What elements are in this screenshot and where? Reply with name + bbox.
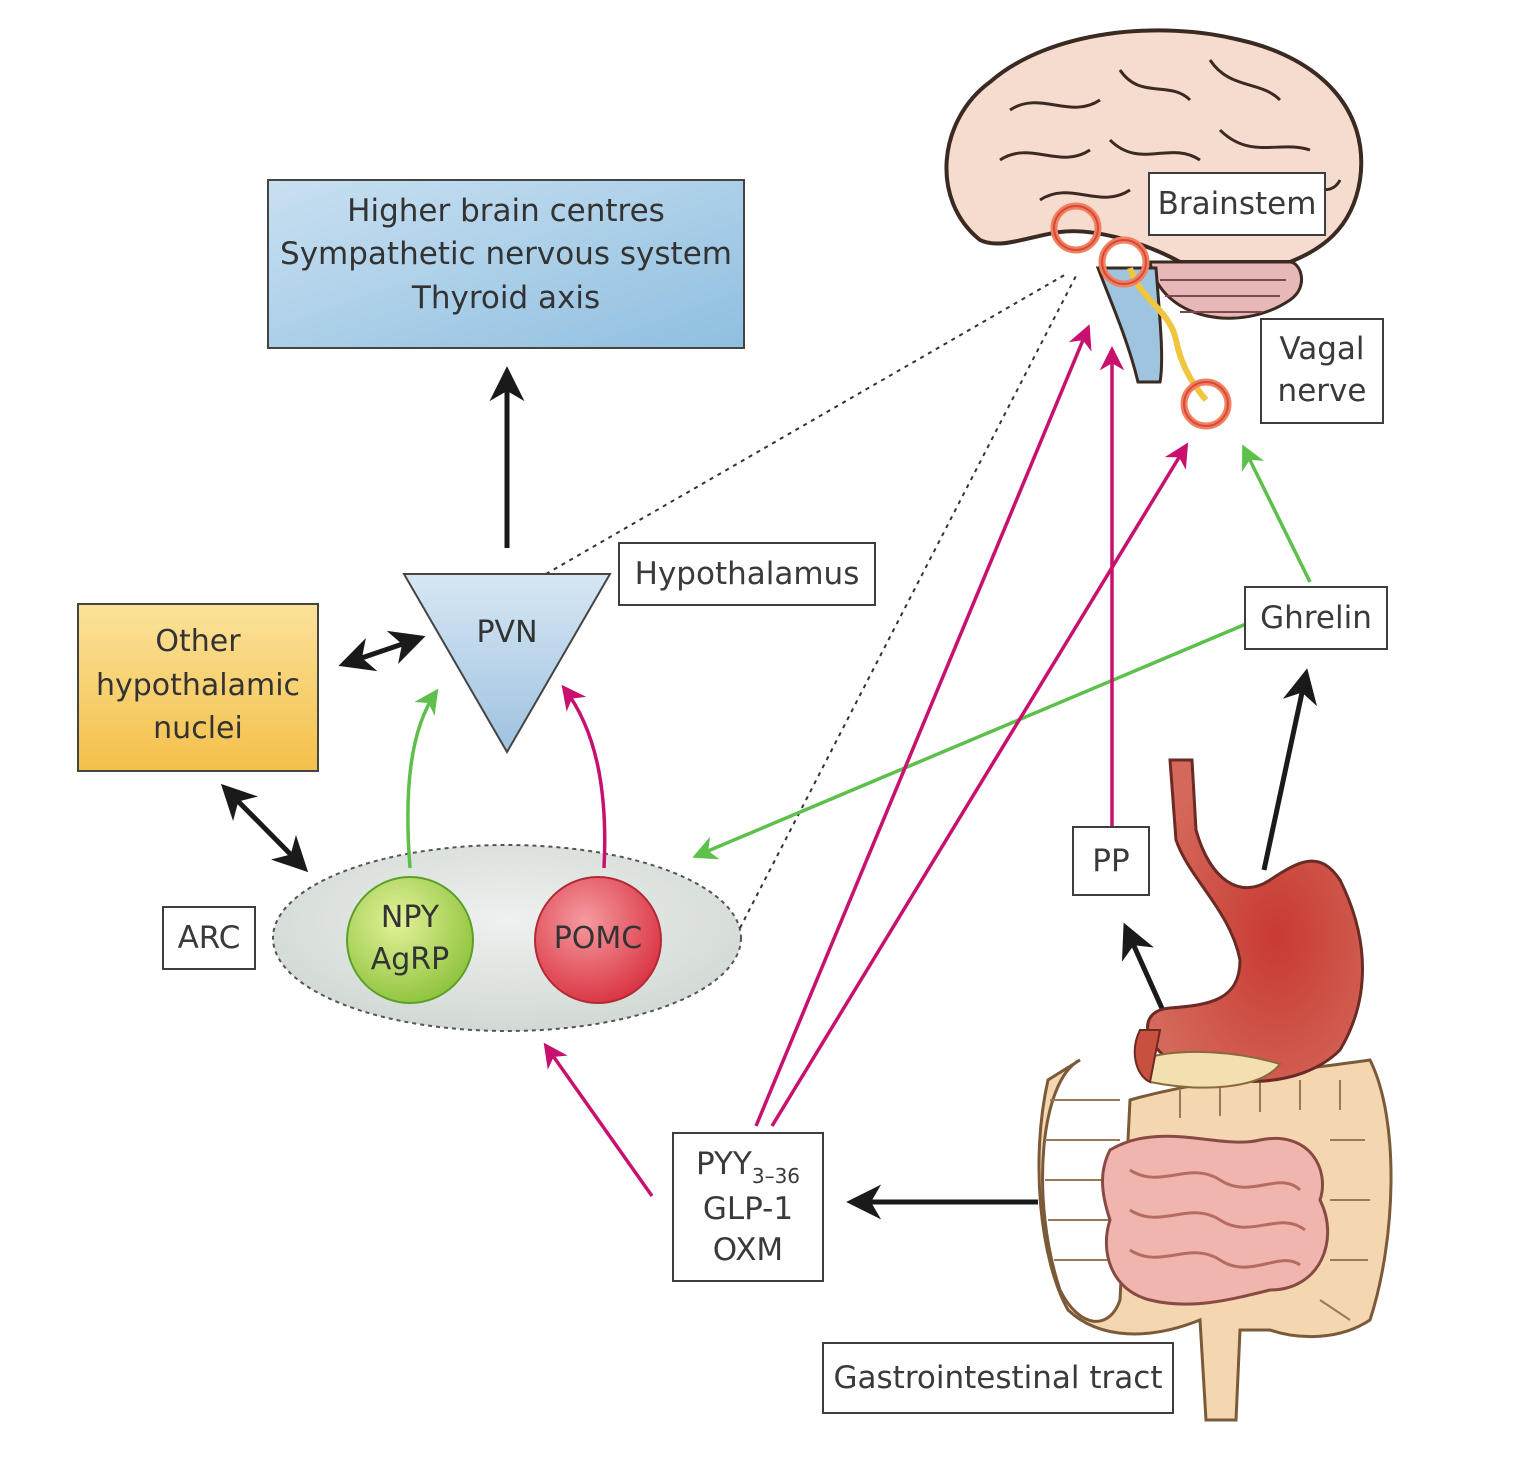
- pp-label: PP: [1072, 826, 1150, 896]
- arc-label: ARC: [162, 906, 256, 970]
- vagal-nerve-label: Vagal nerve: [1260, 318, 1384, 424]
- higher-centres-line-1: Higher brain centres: [347, 193, 665, 229]
- arrow-pomc-to-pvn: [561, 684, 607, 869]
- oxm-label: OXM: [712, 1231, 784, 1268]
- other-nuclei-line-1: Other: [155, 624, 241, 659]
- higher-centres-line-2: Sympathetic nervous system: [280, 236, 732, 273]
- higher-centres-box-bg: [267, 179, 745, 349]
- pyy-subscript: 3–36: [751, 1164, 801, 1189]
- gi-tract-label: Gastrointestinal tract: [822, 1342, 1174, 1414]
- arrow-pyy-to-vagal: [770, 442, 1189, 1127]
- pyy-label: PYY: [695, 1146, 752, 1183]
- pvn-label: PVN: [476, 615, 538, 650]
- arc-label-text: ARC: [177, 919, 241, 956]
- pomc-label: POMC: [553, 921, 643, 956]
- gut-hormones-box: PYY3–36 GLP-1 OXM: [672, 1132, 824, 1282]
- pp-label-text: PP: [1092, 842, 1130, 879]
- arrow-ghrelin-to-vagal: [1242, 444, 1312, 583]
- glp1-label: GLP-1: [702, 1191, 794, 1228]
- arrow-npy-to-pvn: [406, 688, 439, 869]
- arrow-pvn-other-nuclei: [338, 630, 426, 672]
- ghrelin-label: Ghrelin: [1244, 586, 1388, 650]
- brainstem-label-text: Brainstem: [1157, 185, 1317, 222]
- other-nuclei-line-2: hypothalamic: [95, 667, 301, 703]
- brainstem-label: Brainstem: [1148, 172, 1326, 236]
- gi-tract-illustration: [1037, 758, 1393, 1422]
- other-nuclei-line-3: nuclei: [153, 711, 243, 746]
- arrow-pyy-to-brainstem: [754, 324, 1092, 1127]
- higher-centres-line-3: Thyroid axis: [411, 279, 601, 316]
- npy-agrp-circle: [346, 876, 474, 1004]
- arc-ellipse: [272, 844, 742, 1032]
- other-nuclei-box-bg: [77, 603, 319, 772]
- dashed-link-arc-brainstem: [739, 271, 1079, 929]
- hypothalamus-label-text: Hypothalamus: [634, 555, 860, 592]
- agrp-label: AgRP: [370, 942, 450, 977]
- npy-label: NPY: [380, 900, 440, 935]
- higher-centres-box: Higher brain centres Sympathetic nervous…: [268, 190, 744, 320]
- ghrelin-label-text: Ghrelin: [1260, 599, 1372, 636]
- arrow-other-nuclei-arc: [220, 783, 309, 873]
- gi-tract-label-text: Gastrointestinal tract: [833, 1359, 1163, 1396]
- vagal-nerve-line-1: Vagal: [1279, 331, 1365, 368]
- pvn-triangle: [402, 573, 612, 754]
- vagal-nerve-line-2: nerve: [1277, 373, 1367, 409]
- other-nuclei-box: Other hypothalamic nuclei: [78, 620, 318, 751]
- pomc-circle: [534, 876, 662, 1004]
- npy-agrp-label: NPY AgRP: [350, 897, 470, 981]
- arrow-ghrelin-to-arc: [692, 622, 1247, 860]
- hypothalamus-label: Hypothalamus: [618, 542, 876, 606]
- arrow-pyy-to-arc: [543, 1042, 654, 1198]
- arrow-stomach-to-ghrelin: [1261, 668, 1318, 871]
- dashed-link-pvn-brainstem: [545, 272, 1069, 575]
